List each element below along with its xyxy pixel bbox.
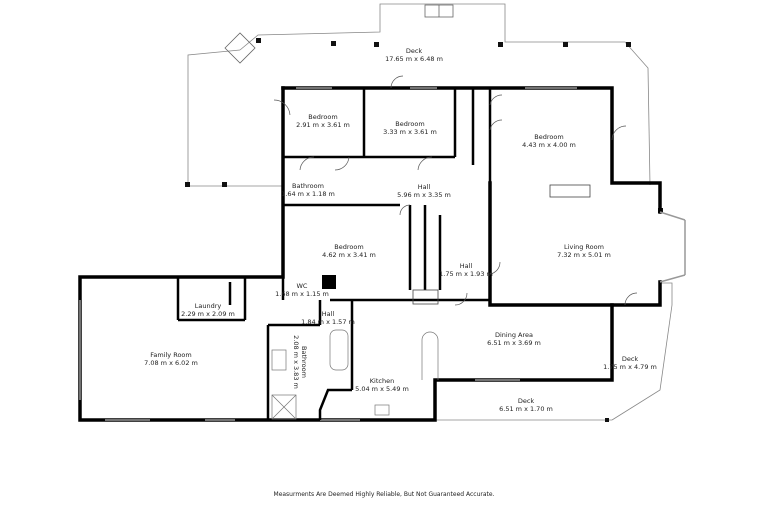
deck-posts xyxy=(185,38,663,422)
disclaimer: Measurments Are Deemed Highly Reliable, … xyxy=(273,491,495,498)
fireplaces xyxy=(412,184,591,305)
kitchen-fixtures xyxy=(271,329,439,420)
windows xyxy=(79,87,686,421)
exterior-walls xyxy=(78,86,662,422)
deck-stairs xyxy=(224,4,454,64)
deck-outlines xyxy=(187,3,673,421)
chimney xyxy=(322,275,336,289)
doors xyxy=(273,75,638,306)
